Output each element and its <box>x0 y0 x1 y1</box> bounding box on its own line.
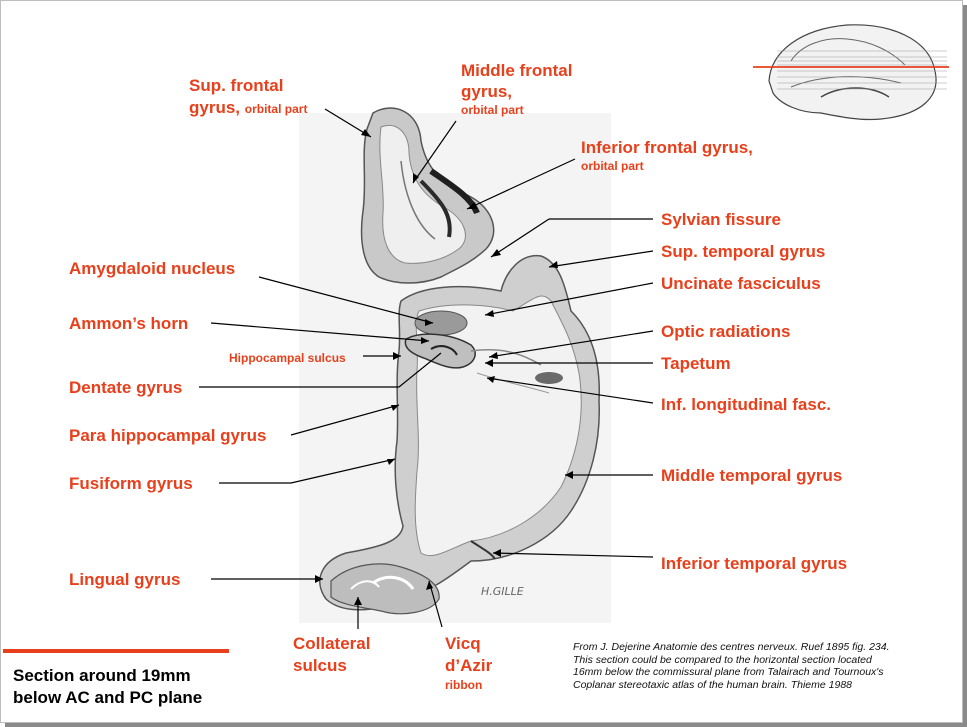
citation-line1: From J. Dejerine Anatomie des centres ne… <box>573 641 890 653</box>
label-vicq-line2: d’Azir <box>445 656 493 675</box>
label-parahippocampal: Para hippocampal gyrus <box>69 426 267 445</box>
signature-text: H.GILLE <box>481 585 524 598</box>
section-title-line2: below AC and PC plane <box>13 688 203 707</box>
label-optic-radiations: Optic radiations <box>661 322 791 341</box>
section-title-line1: Section around 19mm <box>13 666 191 685</box>
citation-line3: 16mm below the commissural plane from Ta… <box>573 666 884 678</box>
pointer-lines <box>199 108 654 629</box>
label-mid-frontal-line2: gyrus, <box>461 82 513 101</box>
pointer-fusiform-b <box>290 458 396 484</box>
label-inf-frontal: Inferior frontal gyrus, <box>581 138 753 157</box>
label-collateral-line1: Collateral <box>293 634 371 653</box>
label-sup-temporal: Sup. temporal gyrus <box>661 242 826 261</box>
label-lingual: Lingual gyrus <box>69 570 181 589</box>
pointer-inf-frontal <box>466 158 576 210</box>
label-collateral-line2: sulcus <box>293 656 347 675</box>
pointer-arrowheads <box>315 129 573 605</box>
label-sup-frontal-orbital: orbital part <box>244 102 308 116</box>
label-inf-frontal-orbital: orbital part <box>581 159 644 173</box>
citation-line4: Coplanar stereotaxic atlas of the human … <box>573 678 852 691</box>
brain-thumbnail <box>753 24 949 121</box>
label-sup-frontal-gyrus: gyrus, <box>189 98 241 117</box>
label-uncinate: Uncinate fasciculus <box>661 274 821 293</box>
thumbnail-section-lines <box>777 50 947 90</box>
label-mid-frontal-line1: Middle frontal <box>461 61 573 80</box>
title-accent-bar <box>3 649 229 653</box>
pointer-mid-frontal <box>412 120 457 184</box>
citation-text: From J. Dejerine Anatomie des centres ne… <box>573 641 903 691</box>
label-hippocampal-sulcus: Hippocampal sulcus <box>229 351 346 365</box>
pointer-sup-temporal <box>548 250 654 268</box>
pointer-sylvian-b <box>490 218 550 258</box>
label-mid-frontal-orbital: orbital part <box>461 103 524 117</box>
label-vicq-line1: Vicq <box>445 634 481 653</box>
label-dentate: Dentate gyrus <box>69 378 183 397</box>
label-mid-temporal: Middle temporal gyrus <box>661 466 843 485</box>
label-sup-frontal-line2: gyrus, orbital part <box>189 97 307 118</box>
label-inf-longitudinal: Inf. longitudinal fasc. <box>661 395 831 414</box>
label-inf-temporal: Inferior temporal gyrus <box>661 554 848 573</box>
pointer-vicq <box>428 580 443 628</box>
label-fusiform: Fusiform gyrus <box>69 474 193 493</box>
label-amygdaloid: Amygdaloid nucleus <box>69 259 236 278</box>
label-vicq-ribbon: ribbon <box>445 678 483 692</box>
pointer-inf-long <box>486 377 654 404</box>
label-ammons-horn: Ammon’s horn <box>69 314 189 333</box>
pointer-parahippo <box>290 404 400 436</box>
citation-line2: This section could be compared to the ho… <box>573 653 872 666</box>
pointer-optic <box>488 330 654 358</box>
pointer-amygdaloid <box>258 276 434 324</box>
pointer-dentate-b <box>398 352 442 388</box>
label-sylvian-fissure: Sylvian fissure <box>661 210 782 229</box>
pointer-ammon <box>210 322 430 342</box>
label-tapetum: Tapetum <box>661 354 731 373</box>
label-sup-frontal-line1: Sup. frontal <box>189 76 284 95</box>
pointer-inf-temporal <box>492 552 654 558</box>
frontal-lobe-fragment <box>360 107 495 284</box>
pointer-uncinate <box>484 282 654 316</box>
temporal-lobe-section: H.GILLE <box>319 255 600 615</box>
